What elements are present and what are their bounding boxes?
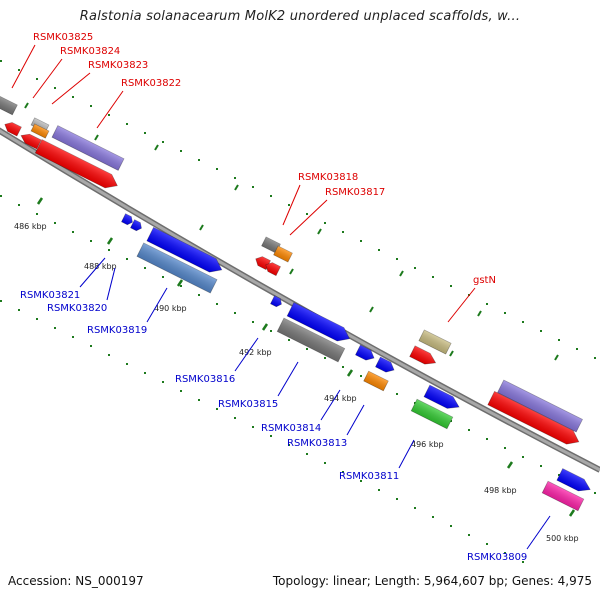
track-guide-dots [0, 60, 596, 563]
gene-label-top: RSMK03823 [88, 60, 148, 71]
RSMK03825b-feature[interactable] [19, 131, 42, 150]
RSMK03809a-feature[interactable] [556, 468, 593, 496]
gstN-b-feature[interactable] [409, 345, 439, 368]
RSMK03810a-feature[interactable] [497, 379, 583, 433]
RSMK03816a-feature[interactable] [270, 295, 284, 309]
RSMK03810b-feature[interactable] [487, 390, 582, 448]
gstN-feature[interactable] [418, 329, 452, 355]
accession-text: Accession: NS_000197 [8, 574, 144, 588]
RSMK03821b-feature[interactable] [130, 219, 144, 233]
RSMK03814a-feature[interactable] [355, 344, 376, 363]
gene-label-top: RSMK03822 [121, 78, 181, 89]
gene-label-top: gstN [473, 275, 496, 286]
gene-label-top: RSMK03818 [298, 172, 358, 183]
tick-label: 498 kbp [484, 486, 517, 495]
RSMK03821a-feature[interactable] [121, 213, 135, 227]
RSMK03819-feature[interactable] [146, 226, 225, 276]
gene-label-bottom: RSMK03814 [261, 423, 321, 434]
RSMK03820-feature[interactable] [136, 242, 218, 294]
RSMK03813-feature[interactable] [363, 370, 389, 392]
tick-label: 486 kbp [14, 222, 47, 231]
RSMK03824b-feature[interactable] [30, 123, 50, 139]
RSMK03811-feature[interactable] [410, 398, 454, 430]
scale-ticks: 486 kbp 488 kbp 490 kbp 492 kbp 494 kbp 496 k… [14, 102, 579, 543]
gene-label-top: RSMK03817 [325, 187, 385, 198]
topology-text: Topology: linear; Length: 5,964,607 bp; … [272, 574, 592, 588]
gene-label-bottom: RSMK03821 [20, 290, 80, 301]
gene-label-bottom: RSMK03809 [467, 552, 527, 563]
gene-label-bottom: RSMK03811 [339, 471, 399, 482]
RSMK03817-feature[interactable] [273, 245, 293, 263]
gene-label-bottom: RSMK03819 [87, 325, 147, 336]
RSMK03817b-feature[interactable] [264, 260, 281, 277]
tick-label: 496 kbp [411, 440, 444, 449]
RSMK03814-feature[interactable] [375, 356, 396, 375]
gene-features [0, 94, 593, 512]
RSMK03822b-feature[interactable] [34, 139, 120, 193]
gene-labels: RSMK03825RSMK03824RSMK03823RSMK03822RSMK… [11, 32, 551, 563]
RSMK03822-feature[interactable] [51, 125, 125, 171]
gene-label-bottom: RSMK03816 [175, 374, 235, 385]
tick-label: 500 kbp [546, 534, 579, 543]
tick-label: 494 kbp [324, 394, 357, 403]
gene-label-bottom: RSMK03813 [287, 438, 347, 449]
RSMK03809-feature[interactable] [541, 480, 585, 512]
RSMK03826-feature[interactable] [0, 94, 18, 116]
RSMK03825-feature[interactable] [3, 120, 22, 137]
RSMK03811a-feature[interactable] [423, 384, 462, 413]
gene-label-top: RSMK03825 [33, 32, 93, 43]
gene-label-bottom: RSMK03815 [218, 399, 278, 410]
map-title: Ralstonia solanacearum MolK2 unordered u… [79, 9, 521, 24]
RSMK03816-feature[interactable] [286, 302, 353, 346]
tick-label: 488 kbp [84, 262, 117, 271]
gene-label-top: RSMK03824 [60, 46, 120, 57]
tick-label: 492 kbp [239, 348, 272, 357]
tick-label: 490 kbp [154, 304, 187, 313]
gene-label-bottom: RSMK03820 [47, 303, 107, 314]
RSMK03815-feature[interactable] [276, 317, 346, 363]
